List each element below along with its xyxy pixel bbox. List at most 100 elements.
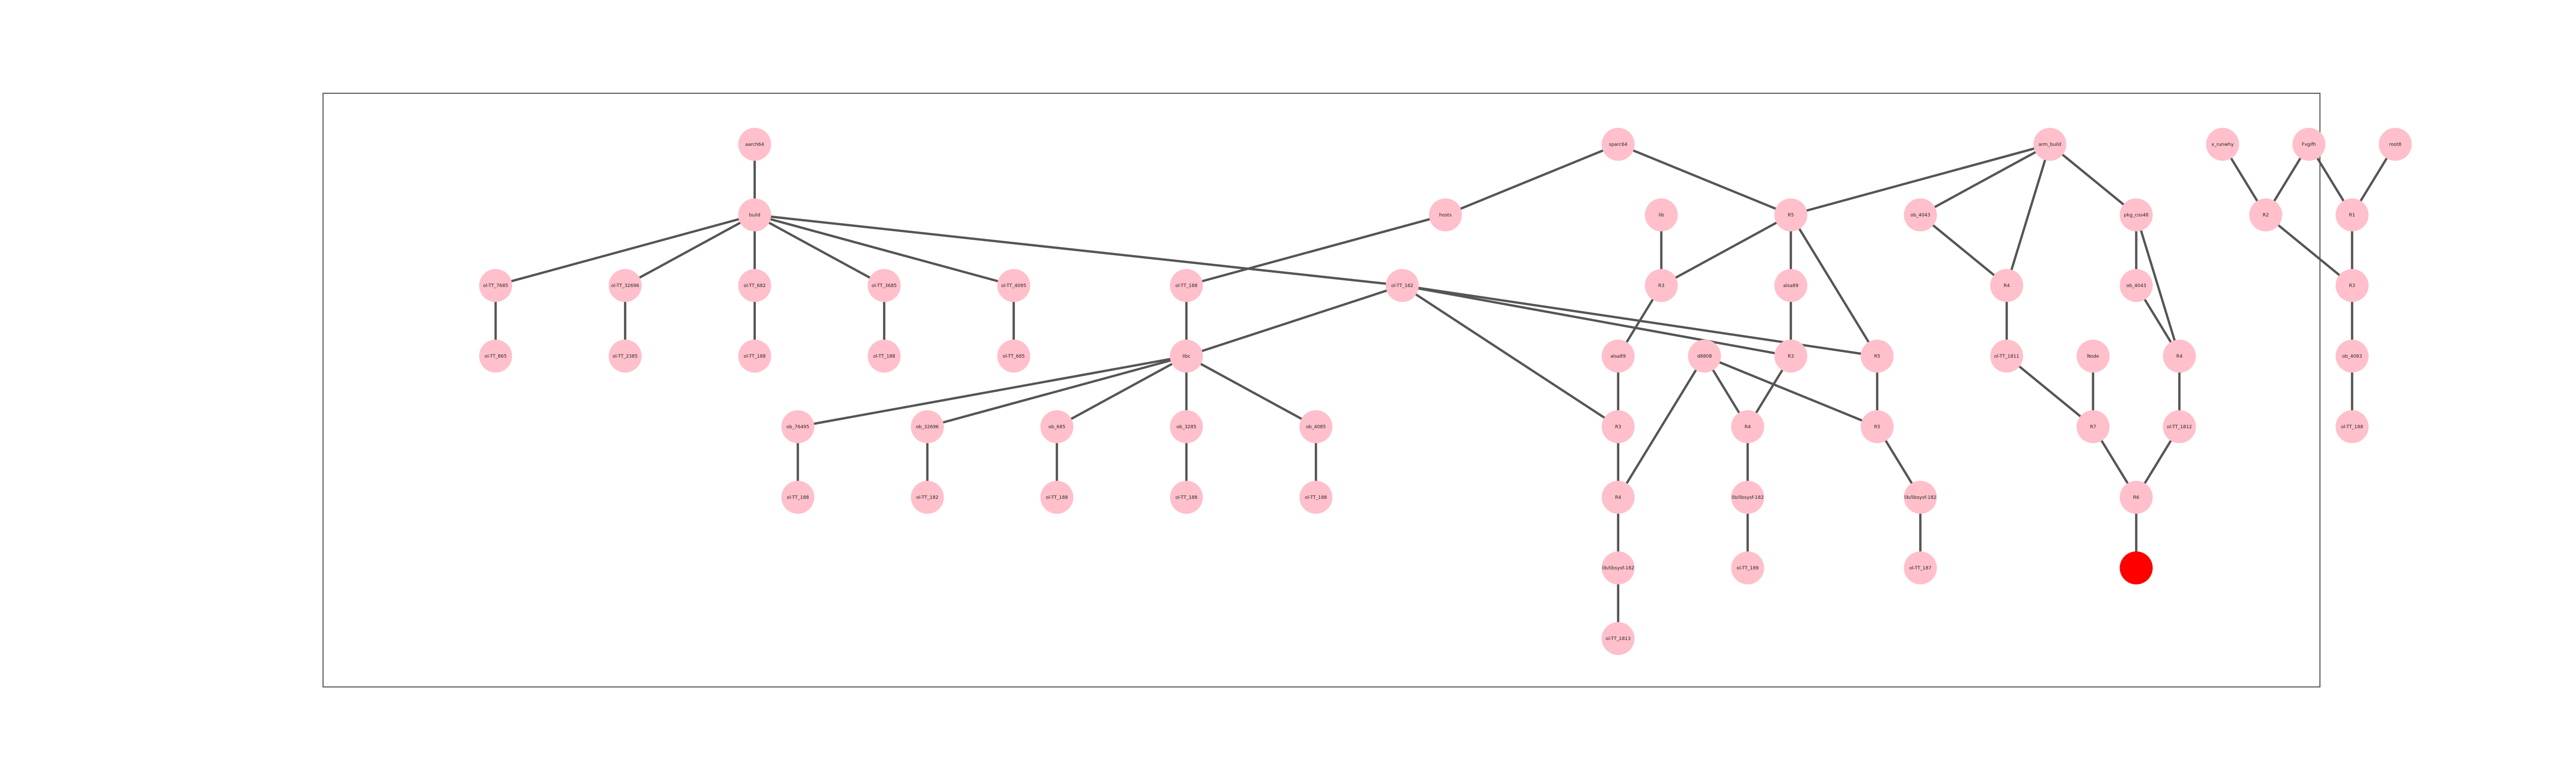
- graph-node[interactable]: lib/libsysf-182: [1601, 551, 1635, 584]
- node-circle[interactable]: [2335, 198, 2369, 231]
- graph-node[interactable]: R3: [1601, 410, 1635, 443]
- graph-node-highlighted[interactable]: [2120, 551, 2153, 584]
- node-circle[interactable]: [1040, 481, 1074, 514]
- node-circle[interactable]: [2335, 410, 2369, 443]
- node-circle[interactable]: [1860, 340, 1894, 373]
- node-circle[interactable]: [1731, 551, 1765, 584]
- node-circle[interactable]: [1170, 481, 1203, 514]
- graph-node[interactable]: ol-TT_1812: [2163, 410, 2196, 443]
- graph-node[interactable]: ol-TT_182: [911, 481, 944, 514]
- graph-node[interactable]: lib: [1645, 198, 1678, 231]
- node-circle[interactable]: [868, 340, 901, 373]
- graph-node[interactable]: R4: [1601, 481, 1635, 514]
- graph-node[interactable]: ob_4085: [1299, 410, 1333, 443]
- graph-node[interactable]: ol-TT_188: [1170, 269, 1203, 302]
- graph-node[interactable]: R5: [1860, 340, 1894, 373]
- graph-node[interactable]: ob_685: [1040, 410, 1074, 443]
- graph-node[interactable]: lib/libsysf-182: [1731, 481, 1765, 514]
- node-circle[interactable]: [738, 128, 771, 161]
- graph-node[interactable]: ol-TT_685: [997, 340, 1030, 373]
- graph-node[interactable]: ol-TT_865: [479, 340, 512, 373]
- graph-node[interactable]: R6: [2120, 481, 2153, 514]
- node-circle[interactable]: [1601, 481, 1635, 514]
- node-circle[interactable]: [2379, 128, 2412, 161]
- graph-node[interactable]: libc: [1170, 340, 1203, 373]
- node-circle[interactable]: [1601, 340, 1635, 373]
- graph-node[interactable]: pkg_cos48: [2120, 198, 2153, 231]
- node-circle[interactable]: [2120, 198, 2153, 231]
- node-circle[interactable]: [2076, 410, 2110, 443]
- node-circle[interactable]: [1645, 198, 1678, 231]
- node-circle[interactable]: [911, 481, 944, 514]
- node-circle[interactable]: [1860, 410, 1894, 443]
- node-circle[interactable]: [738, 269, 771, 302]
- graph-node[interactable]: ob_76495: [781, 410, 815, 443]
- node-circle[interactable]: [911, 410, 944, 443]
- node-circle[interactable]: [479, 340, 512, 373]
- node-circle[interactable]: [2292, 128, 2326, 161]
- node-circle[interactable]: [2120, 551, 2153, 584]
- node-circle[interactable]: [2249, 198, 2282, 231]
- graph-node[interactable]: R3: [1774, 340, 1807, 373]
- node-circle[interactable]: [1688, 340, 1721, 373]
- graph-node[interactable]: ol-TT_182: [1385, 269, 1419, 302]
- graph-node[interactable]: R2: [2249, 198, 2282, 231]
- node-circle[interactable]: [608, 340, 642, 373]
- graph-node[interactable]: aarch64: [738, 128, 771, 161]
- graph-node[interactable]: ob_4043: [1904, 198, 1937, 231]
- graph-node[interactable]: ol-TT_188: [2335, 410, 2369, 443]
- node-circle[interactable]: [1170, 340, 1203, 373]
- graph-node[interactable]: arm_build: [2033, 128, 2066, 161]
- node-circle[interactable]: [1774, 198, 1807, 231]
- node-circle[interactable]: [2335, 269, 2369, 302]
- graph-node[interactable]: ol-TT_188: [781, 481, 815, 514]
- node-circle[interactable]: [2163, 410, 2196, 443]
- node-circle[interactable]: [1299, 410, 1333, 443]
- graph-node[interactable]: ol-TT_32696: [608, 269, 642, 302]
- node-circle[interactable]: [1990, 340, 2023, 373]
- node-circle[interactable]: [997, 340, 1030, 373]
- graph-node[interactable]: alsa89: [1601, 340, 1635, 373]
- node-circle[interactable]: [1601, 622, 1635, 655]
- node-circle[interactable]: [997, 269, 1030, 302]
- graph-node[interactable]: build: [738, 198, 771, 231]
- graph-node[interactable]: ob_4043: [2120, 269, 2153, 302]
- graph-node[interactable]: x_runwhy: [2206, 128, 2239, 161]
- node-circle[interactable]: [1774, 269, 1807, 302]
- graph-node[interactable]: d8808: [1688, 340, 1721, 373]
- node-circle[interactable]: [738, 198, 771, 231]
- graph-node[interactable]: ob_3285: [1170, 410, 1203, 443]
- graph-node[interactable]: R5: [1860, 410, 1894, 443]
- graph-node[interactable]: ol-TT_188: [1040, 481, 1074, 514]
- node-circle[interactable]: [2120, 269, 2153, 302]
- graph-node[interactable]: hosts: [1429, 198, 1462, 231]
- node-circle[interactable]: [1299, 481, 1333, 514]
- graph-node[interactable]: ol-TT_189: [1731, 551, 1765, 584]
- node-circle[interactable]: [1170, 269, 1203, 302]
- node-circle[interactable]: [1601, 551, 1635, 584]
- graph-node[interactable]: ol-TT_188: [1170, 481, 1203, 514]
- node-circle[interactable]: [479, 269, 512, 302]
- node-circle[interactable]: [1774, 340, 1807, 373]
- graph-node[interactable]: R7: [2076, 410, 2110, 443]
- node-circle[interactable]: [2335, 340, 2369, 373]
- node-circle[interactable]: [1385, 269, 1419, 302]
- graph-node[interactable]: R4: [2163, 340, 2196, 373]
- graph-node[interactable]: R4: [1990, 269, 2023, 302]
- graph-node[interactable]: R1: [2335, 198, 2369, 231]
- graph-node[interactable]: sparc64: [1601, 128, 1635, 161]
- node-circle[interactable]: [738, 340, 771, 373]
- graph-node[interactable]: ob_4083: [2335, 340, 2369, 373]
- node-circle[interactable]: [781, 410, 815, 443]
- graph-node[interactable]: root8: [2379, 128, 2412, 161]
- graph-node[interactable]: ol-TT_187: [1904, 551, 1937, 584]
- graph-node[interactable]: ol-TT_3685: [868, 269, 901, 302]
- graph-node[interactable]: ol-TT_188: [868, 340, 901, 373]
- graph-node[interactable]: alsa89: [1774, 269, 1807, 302]
- node-circle[interactable]: [1645, 269, 1678, 302]
- graph-node[interactable]: ol-TT_7685: [479, 269, 512, 302]
- node-circle[interactable]: [1429, 198, 1462, 231]
- node-circle[interactable]: [1601, 410, 1635, 443]
- graph-node[interactable]: ol-TT_188: [1299, 481, 1333, 514]
- graph-node[interactable]: Node: [2076, 340, 2110, 373]
